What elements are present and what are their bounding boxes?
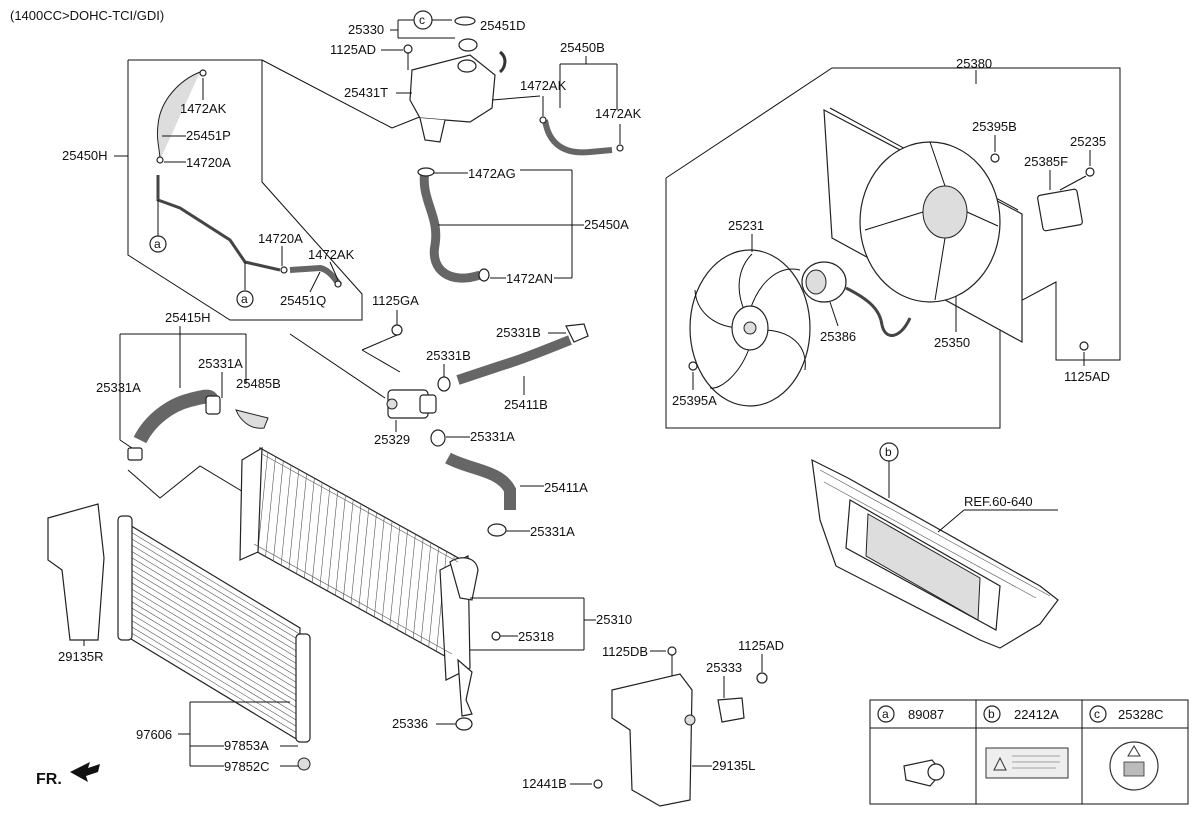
label-97852C: 97852C: [224, 759, 270, 774]
label-25451P: 25451P: [186, 128, 231, 143]
legend-letter-a: a: [882, 707, 889, 721]
label-1472AK-h1: 1472AK: [180, 101, 227, 116]
label-25485B: 25485B: [236, 376, 281, 391]
label-97606: 97606: [136, 727, 172, 742]
label-25331A-m: 25331A: [470, 429, 515, 444]
hose-25415H: [133, 389, 219, 444]
label-25318: 25318: [518, 629, 554, 644]
label-25310: 25310: [596, 612, 632, 627]
label-25331A-r: 25331A: [530, 524, 575, 539]
label-1472AG: 1472AG: [468, 166, 516, 181]
label-25331A-l2: 25331A: [198, 356, 243, 371]
label-25330: 25330: [348, 22, 384, 37]
label-25331B-2: 25331B: [496, 325, 541, 340]
radiator-25310: [239, 446, 479, 717]
fan-group-25380: [665, 67, 1121, 429]
label-29135R: 29135R: [58, 649, 104, 664]
label-25411B: 25411B: [504, 397, 548, 412]
label-25450B: 25450B: [560, 40, 605, 55]
hose-group-25450H: [127, 59, 433, 321]
label-1125GA: 1125GA: [372, 293, 419, 308]
label-14720A-1: 14720A: [186, 155, 231, 170]
callout-c-letter: c: [419, 13, 425, 27]
callout-a-2: [236, 290, 254, 308]
condenser-97606: [117, 515, 311, 771]
legend-letter-b: b: [988, 707, 995, 721]
callout-a-1: [149, 235, 167, 253]
label-25415H: 25415H: [165, 310, 211, 325]
label-25386: 25386: [820, 329, 856, 344]
label-97853A: 97853A: [224, 738, 269, 753]
legend-letter-c: c: [1094, 707, 1100, 721]
front-arrow-icon: [70, 762, 100, 782]
label-25411A: 25411A: [544, 480, 588, 495]
fan-motor-25386: [801, 261, 912, 337]
label-1125AD-r: 1125AD: [1064, 369, 1110, 384]
label-25450A: 25450A: [584, 217, 629, 232]
legend-cell-c: c 25328C: [1089, 705, 1164, 791]
label-1472AK-h2: 1472AK: [308, 247, 355, 262]
legend-cell-b: b 22412A: [983, 705, 1069, 779]
callout-a-1-letter: a: [154, 237, 161, 251]
label-25451Q: 25451Q: [280, 293, 326, 308]
thermostat-housing-25329: [386, 389, 437, 419]
label-12441B: 12441B: [522, 776, 567, 791]
label-25333: 25333: [706, 660, 742, 675]
label-25350: 25350: [934, 335, 970, 350]
label-25395A: 25395A: [672, 393, 717, 408]
hose-25450A: [419, 169, 482, 283]
callout-b-letter: b: [885, 445, 892, 459]
caution-label-image: [985, 747, 1069, 779]
label-25331B-1: 25331B: [426, 348, 471, 363]
hose-25450B: [542, 119, 613, 156]
label-25395B: 25395B: [972, 119, 1017, 134]
fan-blade-25231: [689, 249, 811, 407]
callout-a-2-letter: a: [241, 292, 248, 306]
hose-25411A: [445, 452, 516, 510]
label-25431T: 25431T: [344, 85, 388, 100]
label-25385F: 25385F: [1024, 154, 1068, 169]
label-29135L: 29135L: [712, 758, 755, 773]
label-1125AD-mid: 1125AD: [738, 638, 784, 653]
front-indicator: FR.: [36, 771, 62, 788]
label-25329: 25329: [374, 432, 410, 447]
label-14720A-2: 14720A: [258, 231, 303, 246]
label-ref-60-640: REF.60-640: [964, 494, 1033, 509]
label-1125DB: 1125DB: [602, 644, 648, 659]
label-25235: 25235: [1070, 134, 1106, 149]
label-1472AK-b2: 1472AK: [595, 106, 642, 121]
air-guard-29135R: [47, 503, 105, 641]
label-25451D: 25451D: [480, 18, 526, 33]
label-1472AN: 1472AN: [506, 271, 553, 286]
label-25331A-l1: 25331A: [96, 380, 141, 395]
legend-part-a: 89087: [908, 707, 944, 722]
front-end-module: [811, 458, 1059, 649]
legend-part-c: 25328C: [1118, 707, 1164, 722]
air-guard-29135L: [611, 673, 696, 807]
engine-spec: (1400CC>DOHC-TCI/GDI): [10, 8, 164, 23]
label-25380: 25380: [956, 56, 992, 71]
label-1125AD-top: 1125AD: [330, 42, 376, 57]
reservoir-tank: [403, 16, 541, 143]
hose-25411B: [456, 335, 572, 385]
label-25450H: 25450H: [62, 148, 108, 163]
label-25231: 25231: [728, 218, 764, 233]
label-1472AK-b1: 1472AK: [520, 78, 567, 93]
label-25336: 25336: [392, 716, 428, 731]
legend-part-b: 22412A: [1014, 707, 1059, 722]
legend-cell-a: a 89087: [877, 705, 945, 787]
